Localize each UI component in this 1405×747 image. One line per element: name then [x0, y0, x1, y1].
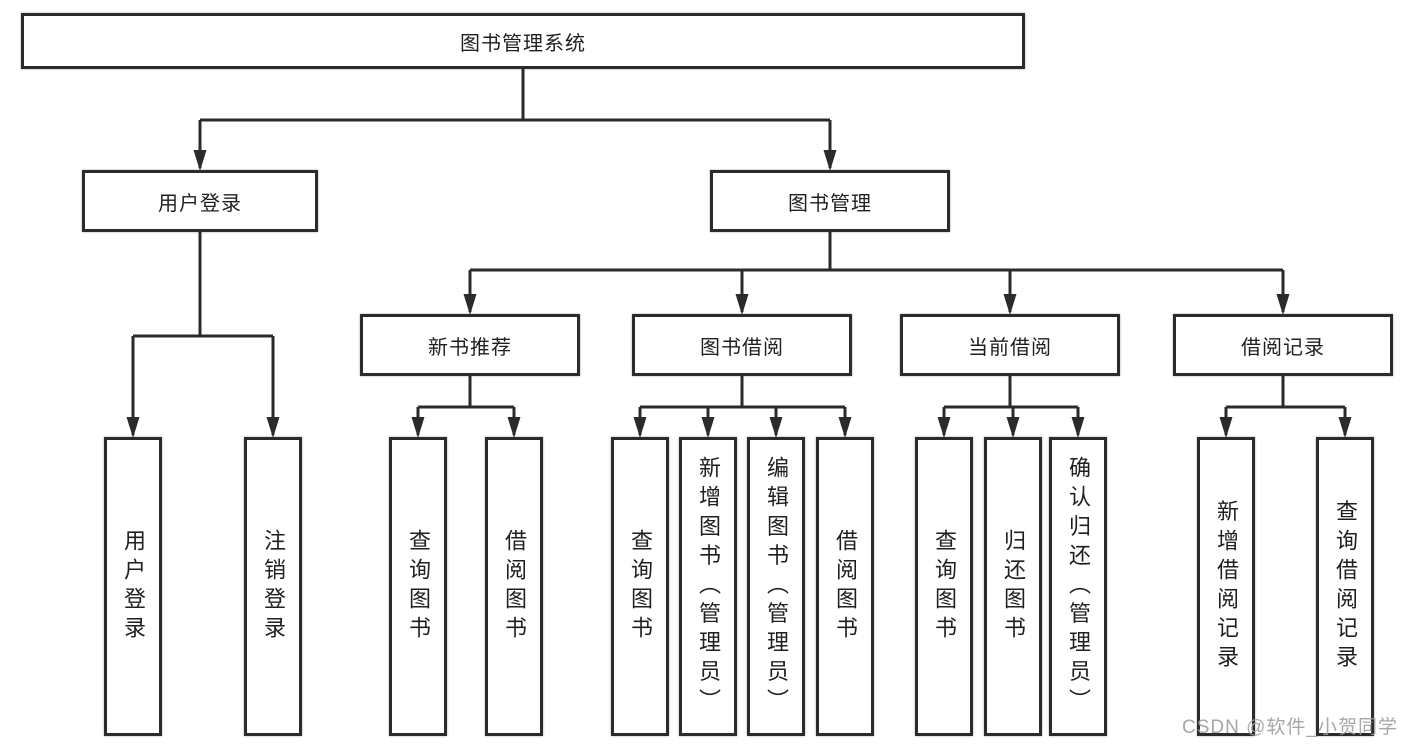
connector-path: [131, 232, 275, 435]
leaf-label: 新增借阅记录: [1214, 499, 1239, 674]
leaf-borrowing-borrow-books: 借阅图书: [816, 437, 874, 736]
arrowhead-icon: [1071, 417, 1085, 438]
connector-path: [198, 69, 832, 168]
node-label: 借阅记录: [1241, 336, 1325, 359]
node-current-borrowing: 当前借阅: [900, 314, 1120, 376]
node-label: 图书借阅: [700, 336, 784, 359]
connector-book-borrowing-to-leaves: [633, 376, 852, 438]
connector-path: [468, 232, 1285, 312]
leaf-label: 用户登录: [121, 528, 146, 645]
connector-current-borrowing-to-leaves: [937, 376, 1085, 438]
node-label: 图书管理系统: [460, 32, 586, 55]
arrowhead-icon: [1003, 294, 1017, 315]
leaf-label: 确认归还（管理员）: [1066, 455, 1091, 718]
connector-user-login-to-leaves: [126, 232, 280, 438]
node-root: 图书管理系统: [21, 13, 1025, 69]
leaf-user-login: 用户登录: [104, 437, 162, 736]
leaf-borrowing-query-books: 查询图书: [611, 437, 669, 736]
leaf-records-add-record: 新增借阅记录: [1197, 437, 1255, 736]
node-label: 新书推荐: [428, 336, 512, 359]
leaf-borrowing-edit-books-admin: 编辑图书（管理员）: [747, 437, 805, 736]
node-book-borrowing: 图书借阅: [632, 314, 852, 376]
arrowhead-icon: [823, 150, 837, 171]
arrowhead-icon: [1338, 417, 1352, 438]
node-label: 图书管理: [788, 192, 872, 215]
arrowhead-icon: [126, 417, 140, 438]
leaf-newbook-borrow-books: 借阅图书: [485, 437, 543, 736]
leaf-label: 借阅图书: [833, 528, 858, 645]
node-new-book-recommend: 新书推荐: [360, 314, 580, 376]
leaf-label: 编辑图书（管理员）: [764, 455, 789, 718]
arrowhead-icon: [193, 150, 207, 171]
node-label: 用户登录: [158, 192, 242, 215]
leaf-label: 查询图书: [932, 528, 957, 645]
connector-root-to-level2: [193, 69, 837, 171]
connector-path: [416, 376, 516, 435]
arrowhead-icon: [735, 294, 749, 315]
node-borrowing-records: 借阅记录: [1173, 314, 1393, 376]
arrowhead-icon: [1276, 294, 1290, 315]
leaf-label: 新增图书（管理员）: [696, 455, 721, 718]
leaf-newbook-query-books: 查询图书: [389, 437, 447, 736]
connector-path: [1224, 376, 1347, 435]
arrowhead-icon: [463, 294, 477, 315]
arrowhead-icon: [1006, 417, 1020, 438]
leaf-label: 归还图书: [1001, 528, 1026, 645]
node-book-management: 图书管理: [710, 170, 950, 232]
connector-book-management-to-level3: [463, 232, 1290, 315]
leaf-label: 注销登录: [261, 528, 286, 645]
arrowhead-icon: [769, 417, 783, 438]
watermark: CSDN @软件_小贺同学: [1182, 717, 1398, 738]
arrowhead-icon: [1219, 417, 1233, 438]
leaf-current-query-books: 查询图书: [915, 437, 973, 736]
leaf-label: 借阅图书: [502, 528, 527, 645]
arrowhead-icon: [411, 417, 425, 438]
leaf-label: 查询借阅记录: [1333, 499, 1358, 674]
arrowhead-icon: [507, 417, 521, 438]
leaf-label: 查询图书: [628, 528, 653, 645]
connector-new-book-to-leaves: [411, 376, 521, 438]
arrowhead-icon: [838, 417, 852, 438]
arrowhead-icon: [633, 417, 647, 438]
leaf-records-query-record: 查询借阅记录: [1316, 437, 1374, 736]
arrowhead-icon: [701, 417, 715, 438]
leaf-current-confirm-return-admin: 确认归还（管理员）: [1049, 437, 1107, 736]
arrowhead-icon: [266, 417, 280, 438]
connector-path: [638, 376, 847, 435]
connector-borrowing-records-to-leaves: [1219, 376, 1352, 438]
arrowhead-icon: [937, 417, 951, 438]
node-label: 当前借阅: [968, 336, 1052, 359]
leaf-current-return-books: 归还图书: [984, 437, 1042, 736]
leaf-logout-login: 注销登录: [244, 437, 302, 736]
leaf-label: 查询图书: [406, 528, 431, 645]
leaf-borrowing-add-books-admin: 新增图书（管理员）: [679, 437, 737, 736]
node-user-login: 用户登录: [82, 170, 318, 232]
